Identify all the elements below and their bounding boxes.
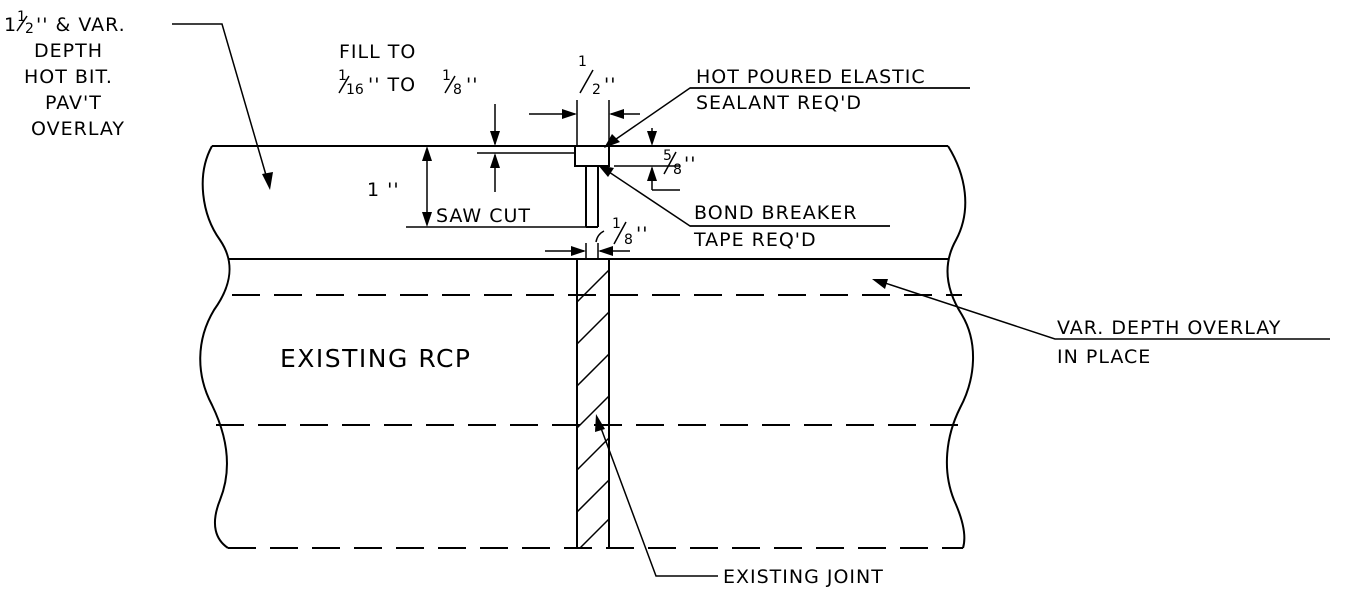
sealant-reservoir [574,145,610,167]
dim-one-inch [406,146,586,228]
dim-fill-depth [477,104,575,192]
sealant-line2: SEALANT REQ'D [696,92,862,114]
half-inch-num: 1 [578,54,587,70]
overlay-line1-whole: 1 [4,14,17,36]
fill-a-num: 1 [338,68,347,84]
label-fill: FILL TO 1 16 '' TO 1 8 '' [338,41,478,98]
label-half-inch: 1 2 '' [578,54,616,98]
one-eighth-tail: '' [636,223,648,245]
label-one-inch: 1 '' [367,179,400,201]
overlay-line3: HOT BIT. [24,66,113,88]
label-saw-cut: SAW CUT [436,205,531,227]
five-eighths-tail: '' [684,153,696,175]
rcp-dashed-lines [216,294,962,426]
fill-line1: FILL TO [339,41,416,63]
bond-breaker-line2: TAPE REQ'D [693,229,817,251]
sealant-line1: HOT POURED ELASTIC [696,66,926,88]
label-var-depth: VAR. DEPTH OVERLAY IN PLACE [1057,317,1281,368]
overlay-line4: PAV'T [45,92,102,114]
overlay-line1-tail: '' & VAR. [36,14,126,36]
label-sealant: HOT POURED ELASTIC SEALANT REQ'D [690,66,970,114]
left-break-line [199,145,231,549]
bond-breaker-line1: BOND BREAKER [694,202,857,224]
dim-one-eighth [545,230,630,259]
fill-a-den: 16 [346,82,364,98]
overlay-line2: DEPTH [34,40,103,62]
overlay-line5: OVERLAY [31,118,125,140]
label-existing-joint: EXISTING JOINT [723,566,884,588]
fill-b-tail: '' [466,74,478,96]
fill-b-num: 1 [442,68,451,84]
right-break-line [945,145,975,549]
label-existing-rcp: EXISTING RCP [280,344,472,373]
label-five-eighths: 5 8 '' [663,148,696,178]
leader-lines [172,23,1330,577]
existing-joint [576,259,610,549]
five-eighths-den: 8 [673,162,682,178]
joint-hatching [576,269,610,549]
five-eighths-num: 5 [663,148,672,164]
saw-cut-detail [574,145,610,228]
var-depth-line2: IN PLACE [1057,346,1151,368]
one-eighth-num: 1 [612,216,621,232]
dim-five-eighths [614,128,680,191]
label-overlay: 1 1 2 '' & VAR. DEPTH HOT BIT. PAV'T OVE… [4,9,126,140]
dim-half-inch [529,100,640,146]
fill-a-tail: '' TO [368,74,416,96]
label-bond-breaker: BOND BREAKER TAPE REQ'D [690,202,890,251]
label-one-eighth: 1 8 '' [612,216,648,248]
overlay-line1-den: 2 [25,21,34,37]
var-depth-line1: VAR. DEPTH OVERLAY [1057,317,1281,339]
one-eighth-den: 8 [624,232,633,248]
fill-b-den: 8 [453,82,462,98]
half-inch-den: 2 [592,82,601,98]
overlay-line1-num: 1 [17,9,26,25]
half-inch-tail: '' [604,74,616,96]
